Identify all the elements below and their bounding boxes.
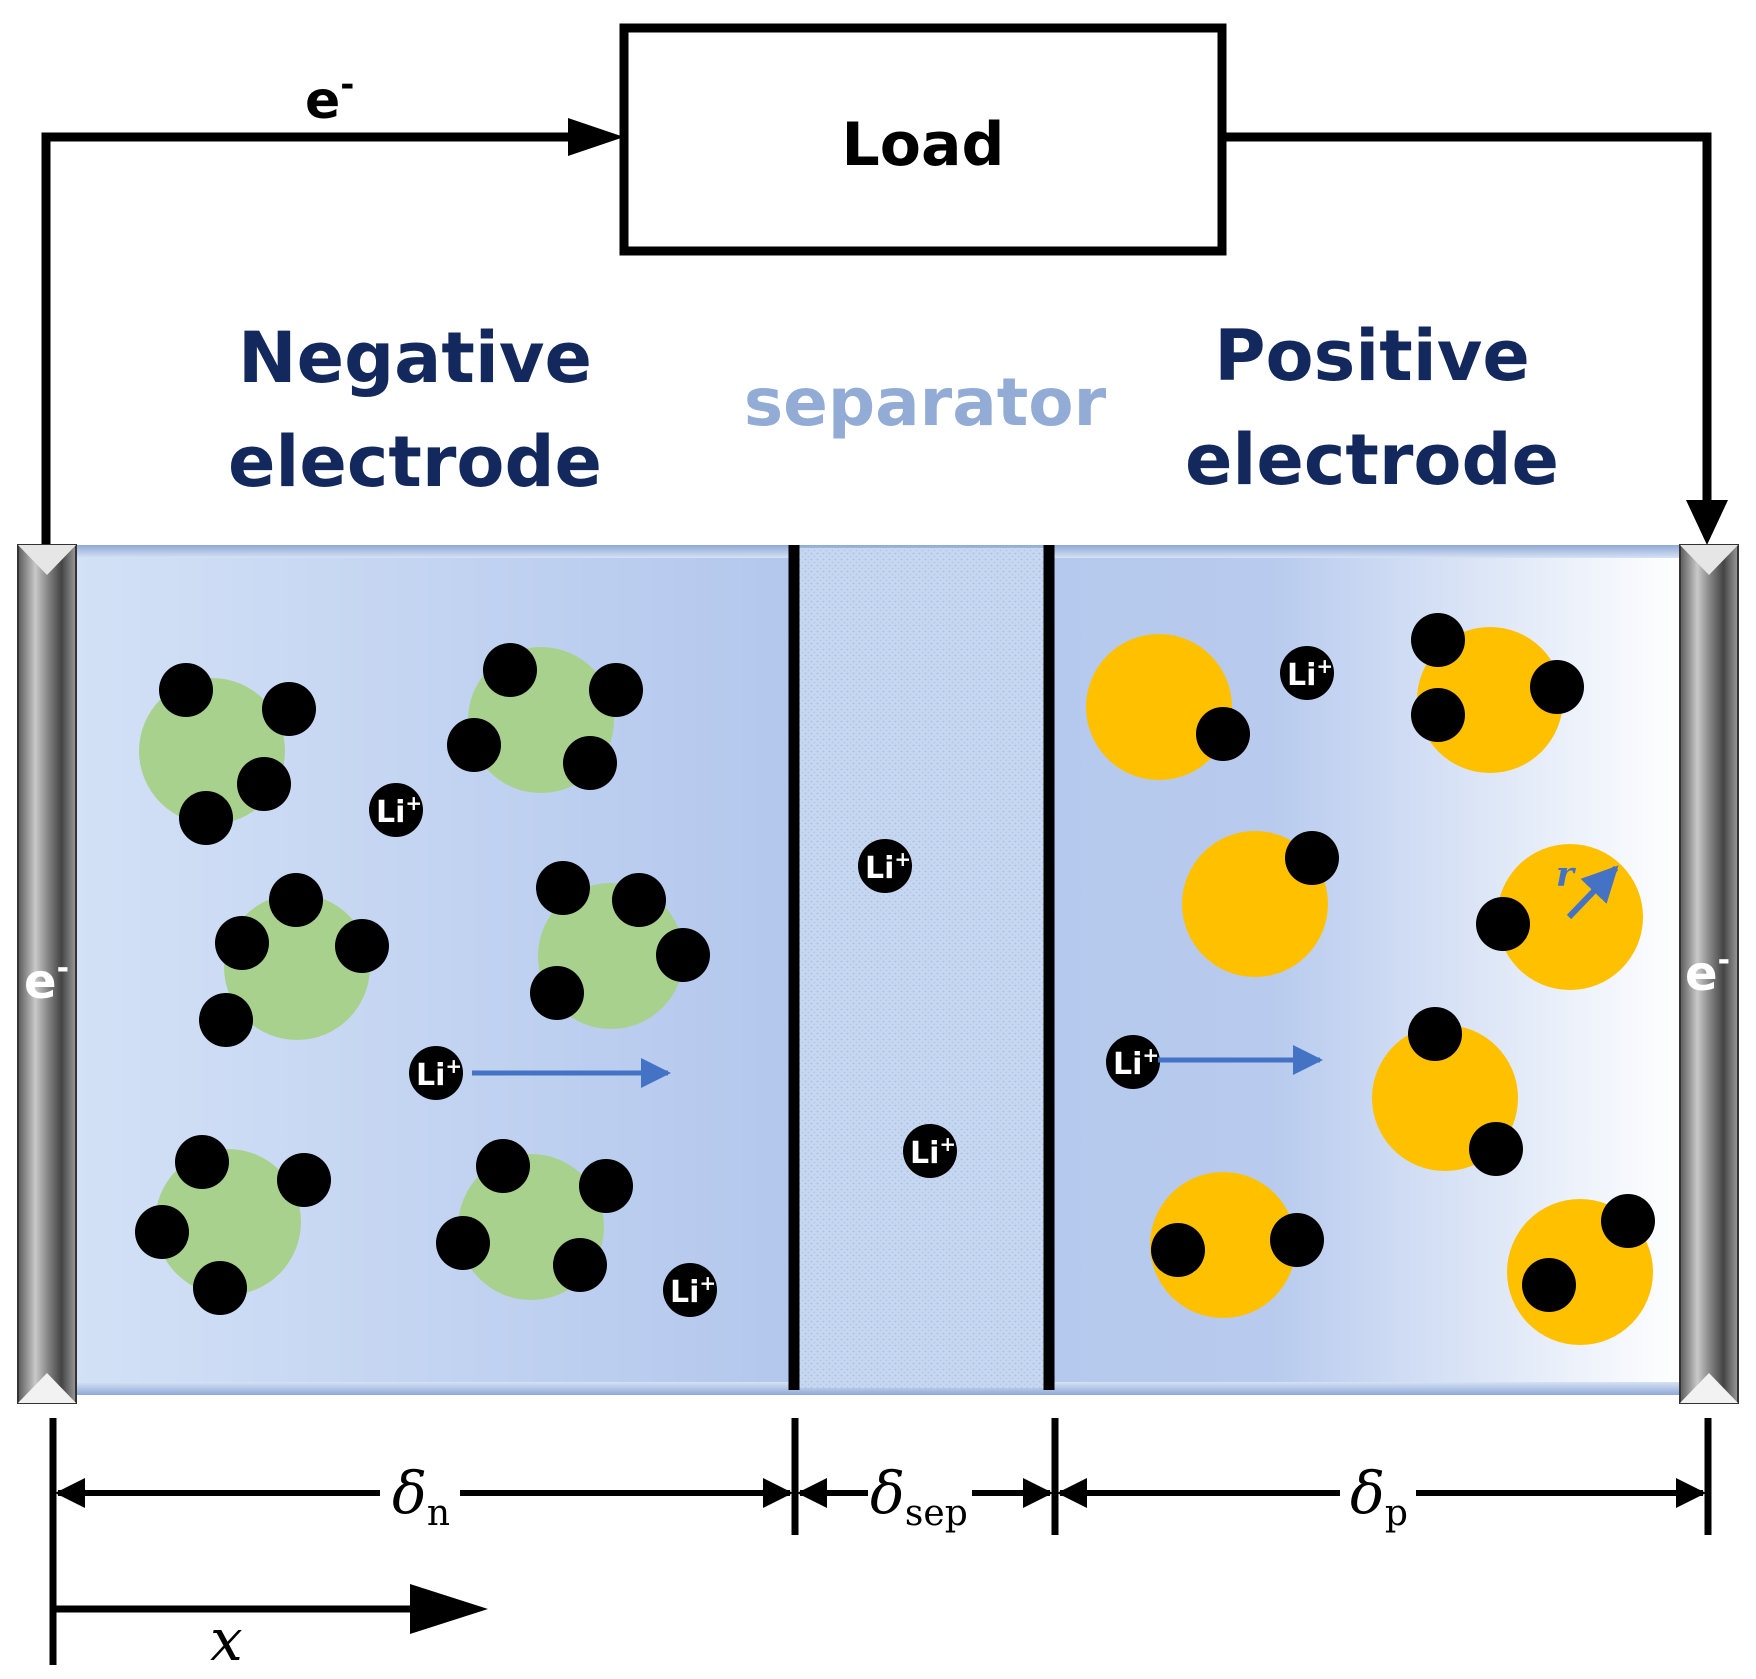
negative-title-line2: electrode [228, 421, 602, 503]
li-ion: Li+ [1106, 1035, 1160, 1089]
right-wire [1222, 132, 1712, 505]
li-ion: Li+ [858, 839, 912, 893]
cathode-particle [1411, 613, 1584, 773]
left-collector-electron-label: e- [24, 951, 69, 1010]
delta-sep-label: δsep [870, 1459, 968, 1534]
cathode-particle [1182, 831, 1339, 977]
anode-particle [135, 1135, 331, 1315]
cathode-particle [1150, 1172, 1324, 1318]
svg-text:Li+: Li+ [670, 1271, 716, 1310]
anode-particle [436, 1139, 633, 1300]
delta-n-label: δn [392, 1459, 450, 1534]
svg-text:Li+: Li+ [1113, 1043, 1159, 1082]
x-axis-label: x [210, 1606, 243, 1674]
radius-label: r [1556, 855, 1576, 895]
negative-current-collector: e- [17, 544, 77, 1404]
anode-particles [135, 643, 710, 1315]
wire-arrow-to-load [568, 118, 624, 156]
right-collector-electron-label: e- [1685, 943, 1730, 1002]
li-ion: Li+ [663, 1263, 717, 1317]
negative-title-line1: Negative [238, 317, 592, 399]
svg-text:Li+: Li+ [910, 1132, 956, 1171]
wire-arrow-to-collector [1686, 500, 1728, 545]
radius-arrow [1566, 865, 1619, 920]
separator-region [797, 548, 1047, 1388]
positive-title-line2: electrode [1185, 419, 1559, 501]
anode-particle [447, 643, 643, 793]
cathode-particles: r [1086, 613, 1655, 1345]
anode-particle [530, 861, 710, 1029]
svg-text:Li+: Li+ [416, 1054, 462, 1093]
li-ion: Li+ [1280, 646, 1334, 700]
anode-particle [199, 873, 389, 1047]
external-circuit: Load e- [41, 23, 1728, 545]
svg-text:Li+: Li+ [376, 791, 422, 830]
load-label: Load [842, 110, 1005, 180]
positive-current-collector: e- [1679, 544, 1739, 1404]
svg-text:Li+: Li+ [865, 847, 911, 886]
circuit-electron-label: e- [305, 65, 354, 131]
ion-flux-arrows [472, 1045, 1323, 1088]
li-ion: Li+ [409, 1046, 463, 1100]
li-ion: Li+ [903, 1124, 957, 1178]
left-wire [41, 132, 595, 545]
dimension-annotations: δn δsep δp x [49, 1418, 1712, 1674]
lithium-ions: Li+ Li+ Li+ Li+ Li+ Li+ Li+ [369, 646, 1334, 1317]
x-axis-arrowhead [410, 1584, 488, 1634]
cathode-particle [1507, 1194, 1655, 1345]
region-titles: Negative electrode separator Positive el… [228, 315, 1559, 503]
cathode-particle [1086, 634, 1250, 780]
li-ion: Li+ [369, 783, 423, 837]
positive-title-line1: Positive [1214, 315, 1530, 397]
anode-particle [139, 663, 316, 845]
separator-title: separator [744, 364, 1107, 441]
cathode-particle [1372, 1007, 1523, 1176]
svg-text:Li+: Li+ [1287, 654, 1333, 693]
delta-p-label: δp [1350, 1459, 1408, 1534]
